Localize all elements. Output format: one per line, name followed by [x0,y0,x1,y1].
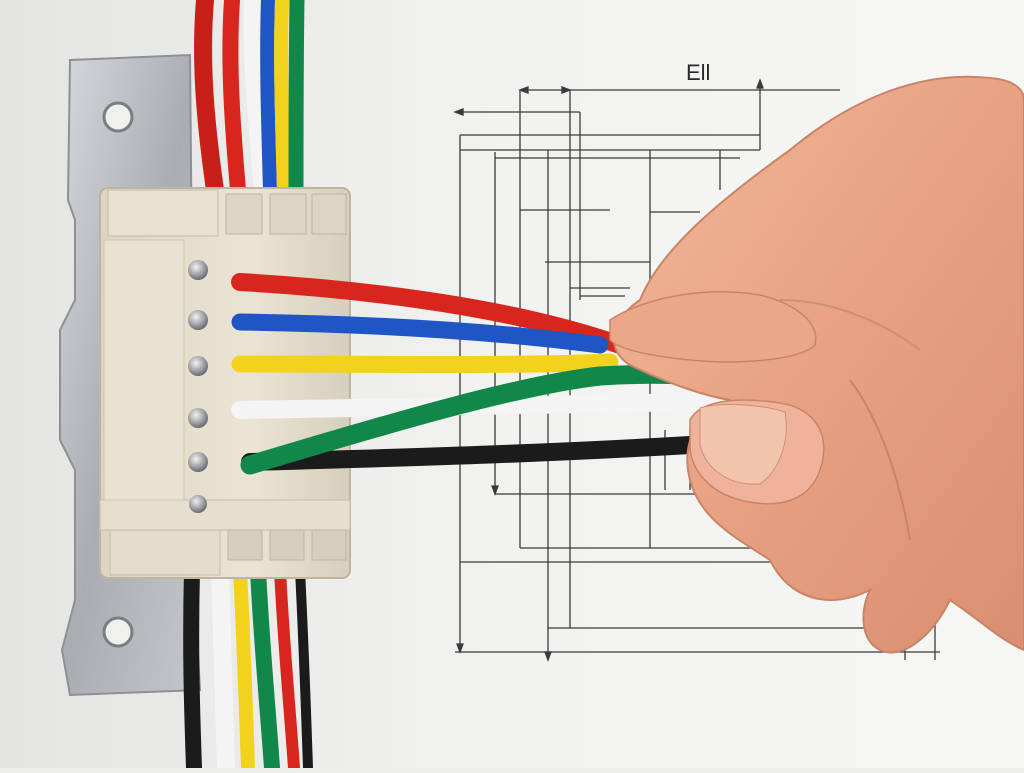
screw-icon [189,495,207,513]
wire-blue [231,313,609,354]
terminal-screws [188,260,208,513]
dimension-label: Ell [686,60,711,85]
hand [609,75,1024,654]
wire-black [241,436,699,471]
wires-bottom [183,561,313,773]
index-finger [609,291,817,363]
plate-hole-icon [102,101,134,133]
wire-yellow [231,353,619,373]
thumbnail [699,404,787,485]
wire-red [231,273,629,354]
plate-hole-icon [102,616,134,648]
screw-icon [188,356,208,376]
screw-icon [188,310,208,330]
terminal-block [99,187,351,579]
screw-icon [188,260,208,280]
screw-icon [188,408,208,428]
screw-icon [188,452,208,472]
wires-top [194,0,305,199]
